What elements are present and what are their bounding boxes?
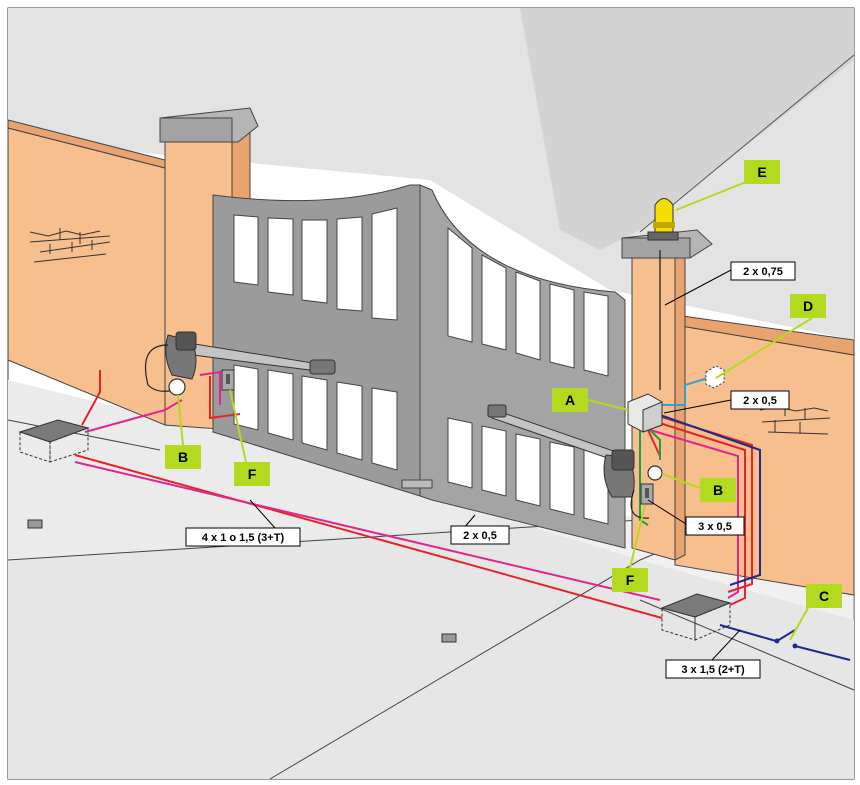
marker-B-left-text: B — [178, 449, 188, 465]
photocell-right — [647, 465, 663, 481]
right-wall — [674, 324, 855, 596]
marker-F-right: F — [612, 568, 648, 592]
brick-sketch-right — [759, 404, 831, 435]
junction-box-right — [660, 593, 732, 641]
marker-D: D — [790, 294, 826, 318]
marker-A: A — [552, 388, 588, 412]
marker-F-left-text: F — [248, 466, 257, 482]
marker-C: C — [806, 584, 842, 608]
motor-left — [144, 331, 336, 392]
right-pillar-cap-front — [621, 237, 691, 259]
brick-sketch-left — [29, 228, 111, 263]
cable-spec-photocell-left: 2 x 0,5 — [450, 525, 510, 545]
marker-B-right: B — [700, 478, 736, 502]
curb-line — [7, 519, 641, 561]
ground-line-left — [7, 419, 161, 451]
cable-spec-flashing-light: 2 x 0,75 — [730, 261, 796, 281]
ground-drain-center — [441, 633, 457, 643]
marker-B-right-text: B — [713, 482, 723, 498]
junction-box-left — [18, 419, 90, 463]
antenna-box — [705, 365, 725, 389]
key-selector-left — [221, 369, 235, 391]
cable-spec-flashing-light-text: 2 x 0,75 — [743, 266, 783, 278]
marker-F-left: F — [234, 462, 270, 486]
marker-C-text: C — [819, 588, 829, 604]
left-pillar-cap-front — [159, 117, 233, 143]
photocell-left — [168, 378, 186, 396]
right-pillar-side — [674, 243, 686, 561]
sidewalk-edge-right — [639, 599, 855, 691]
ground-drain-left — [27, 519, 43, 529]
gate-panels-left-top — [233, 207, 398, 321]
cable-spec-photocell-right: 3 x 0,5 — [685, 516, 745, 536]
cable-spec-photocell-right-text: 3 x 0,5 — [698, 521, 732, 533]
cable-spec-mains: 3 x 1,5 (2+T) — [665, 659, 761, 679]
marker-E: E — [744, 160, 780, 184]
cable-spec-motor-left-text: 4 x 1 o 1,5 (3+T) — [202, 532, 285, 544]
marker-D-text: D — [803, 298, 813, 314]
cable-spec-mains-text: 3 x 1,5 (2+T) — [681, 664, 745, 676]
marker-E-text: E — [757, 164, 766, 180]
spec-leaders — [249, 269, 741, 661]
far-road — [520, 8, 854, 250]
road-edge — [639, 54, 855, 233]
gate-leaf-left — [212, 184, 421, 497]
cable-spec-motor-left: 4 x 1 o 1,5 (3+T) — [185, 527, 301, 547]
gate-panels-left-bottom — [233, 364, 398, 471]
cable-spec-antenna-text: 2 x 0,5 — [743, 395, 777, 407]
cable-spec-photocell-left-text: 2 x 0,5 — [463, 530, 497, 542]
gate-panels-right-top — [447, 226, 609, 377]
mains-switch — [774, 629, 798, 649]
gate-panels-right-bottom — [447, 417, 609, 525]
control-unit — [627, 393, 663, 433]
motor-right — [487, 404, 650, 519]
callout-leaders — [177, 177, 813, 641]
marker-B-left: B — [165, 445, 201, 469]
flashing-light — [647, 198, 679, 241]
cable-spec-antenna: 2 x 0,5 — [730, 390, 790, 410]
gate-floor-stop — [401, 479, 433, 489]
marker-F-right-text: F — [626, 572, 635, 588]
key-selector-right — [640, 483, 654, 505]
marker-A-text: A — [565, 392, 575, 408]
